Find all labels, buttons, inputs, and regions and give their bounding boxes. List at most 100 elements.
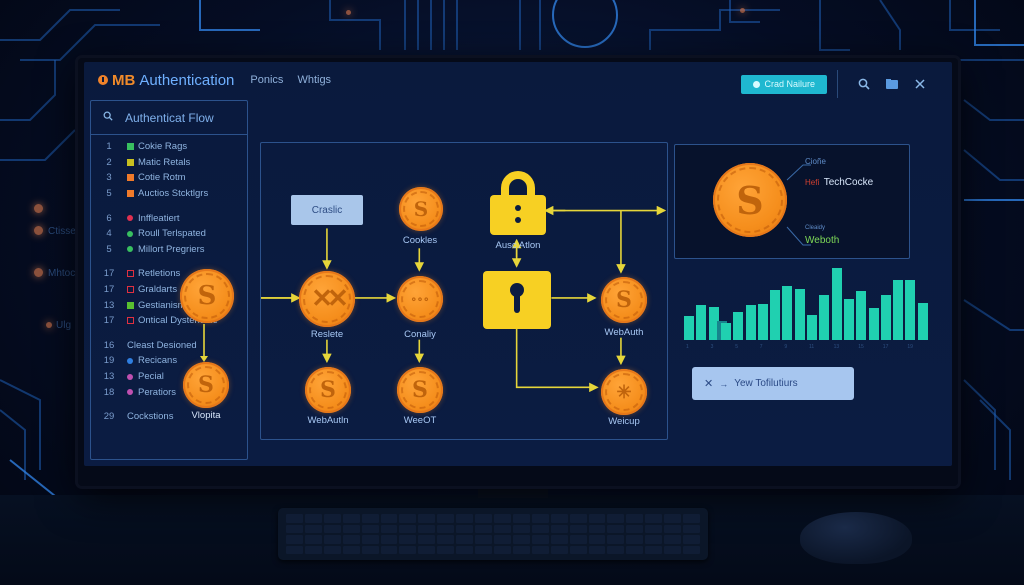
key-cap [304, 545, 322, 554]
chart-bar[interactable] [782, 286, 793, 340]
sidebar-item-label: Retletions [138, 268, 181, 280]
sidebar-search[interactable]: Authenticat Flow [91, 101, 247, 135]
chart-bar[interactable] [770, 289, 781, 340]
auth-flow-canvas: Craslic S Cookles ✕✕ Reslete ∘∘∘ Conaliy… [260, 142, 668, 440]
chart-bar[interactable] [856, 291, 867, 340]
chart-bar[interactable] [843, 298, 854, 340]
chart-bar[interactable] [708, 306, 719, 340]
chart-bar[interactable] [868, 308, 879, 340]
key-cap [588, 545, 606, 554]
chart-bar[interactable] [831, 268, 842, 340]
computer-mouse [800, 512, 912, 564]
webot-coin-icon[interactable]: S [397, 367, 443, 413]
key-cap [626, 524, 644, 533]
webauth-coin-icon[interactable]: S [601, 277, 647, 323]
conally-coin-icon[interactable]: ∘∘∘ [397, 276, 443, 322]
key-cap [437, 545, 455, 554]
chart-bar[interactable] [893, 279, 904, 340]
app-window: MB Authentication Ponics Whtigs Crad Nai… [84, 62, 952, 466]
chart-bar[interactable] [745, 305, 756, 340]
nav-item-whtigs[interactable]: Whtigs [297, 74, 332, 86]
chart-bar[interactable] [819, 295, 830, 340]
padlock-icon[interactable] [490, 171, 546, 235]
key-cap [512, 535, 530, 544]
sidebar-item-number: 4 [106, 228, 112, 240]
sidebar-item-number: 13 [103, 299, 115, 311]
key-cap [475, 545, 492, 554]
key-cap [645, 524, 663, 533]
cookie-detail-card[interactable]: S Cioñe Hefi TechCocke Cleaidy Weboth [674, 144, 910, 259]
key-cap [512, 524, 530, 533]
search-icon [103, 111, 113, 124]
key-cap [342, 535, 360, 544]
chart-bar[interactable] [720, 322, 731, 340]
status-dot-icon [127, 389, 133, 396]
flow-node-classic[interactable]: Craslic [291, 195, 363, 225]
circuit-node-icon [740, 8, 745, 13]
key-cap [418, 535, 436, 544]
cookie-coin-icon[interactable]: S [399, 187, 443, 231]
key-cap [664, 535, 682, 544]
monitor: MB Authentication Ponics Whtigs Crad Nai… [78, 58, 958, 486]
chart-bar[interactable] [757, 304, 768, 340]
key-cap [380, 514, 398, 523]
status-square-icon [127, 174, 134, 182]
close-icon[interactable] [908, 74, 932, 94]
cookie-status: Weboth [805, 235, 840, 246]
cookie-name-row: Hefi TechCocke [805, 172, 873, 190]
notice-banner[interactable]: ✕ → Yew Tofilutiurs [692, 367, 854, 400]
folder-icon[interactable] [880, 74, 904, 94]
webcup-coin-icon[interactable]: ✳ [601, 369, 647, 415]
key-cap [304, 514, 322, 523]
chart-bar[interactable] [684, 316, 694, 340]
sidebar-link-coin-icon[interactable]: S [180, 269, 234, 323]
sidebar-item-label: Cotie Rotm [138, 172, 186, 184]
status-dot-icon [127, 246, 133, 253]
keyhole-lock-icon[interactable] [483, 271, 551, 329]
key-cap [437, 514, 455, 523]
status-square-icon [127, 158, 134, 166]
reslete-coin-icon[interactable]: ✕✕ [299, 271, 355, 327]
dismiss-icon[interactable]: ✕ [704, 378, 714, 390]
chart-bar[interactable] [807, 314, 817, 340]
key-cap [399, 545, 417, 554]
key-cap [380, 535, 398, 544]
key-cap [512, 545, 530, 554]
nav-item-ponics[interactable]: Ponics [250, 74, 284, 86]
cookie-tag: Hefi [805, 178, 820, 187]
primary-action-button[interactable]: Crad Nailure [741, 74, 827, 94]
key-cap [569, 514, 587, 523]
chart-bar[interactable] [917, 302, 928, 340]
chart-bar[interactable] [794, 288, 805, 340]
chart-bar[interactable] [696, 305, 707, 340]
chart-bar[interactable] [905, 279, 916, 340]
key-cap [664, 545, 682, 554]
keyboard-keys [286, 514, 700, 554]
search-icon[interactable] [852, 74, 876, 94]
vlopita-coin-icon[interactable]: S [183, 362, 229, 408]
key-cap [493, 524, 511, 533]
webauthn-coin-icon[interactable]: S [305, 367, 351, 413]
key-cap [607, 545, 625, 554]
key-cap [493, 535, 511, 544]
chart-bar[interactable] [880, 295, 891, 340]
chart-bar[interactable] [733, 311, 744, 340]
